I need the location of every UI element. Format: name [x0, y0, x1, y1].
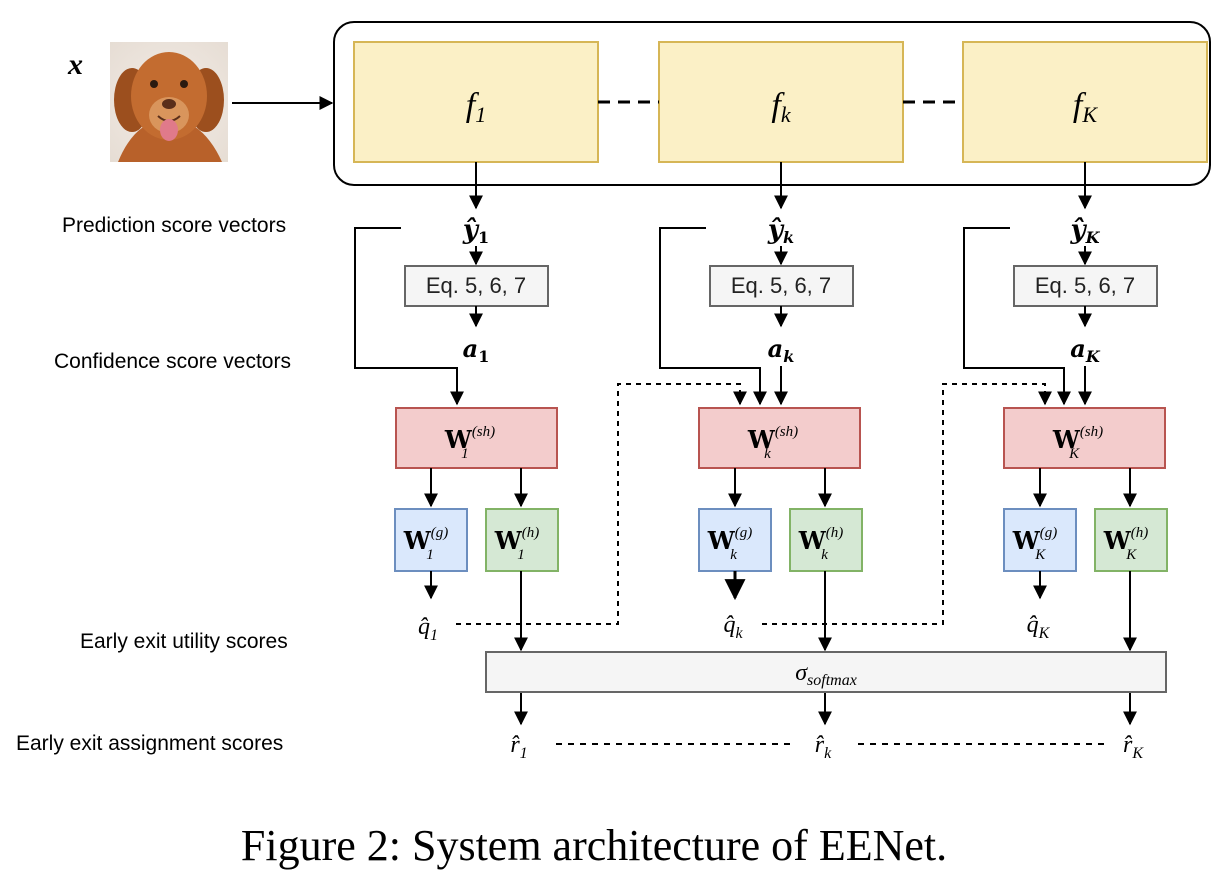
eq-box-K [1013, 265, 1158, 307]
W-g-1 [394, 508, 468, 572]
eq-label-K: Eq. 5, 6, 7 [1035, 273, 1135, 298]
column-1: ŷ1 Eq. 5, 6, 7 a1 W(sh)1 W(g)1 W(h)1 q̂1… [354, 162, 559, 762]
W-sh-k [698, 407, 861, 469]
block-fK [962, 41, 1208, 163]
label-prediction: Prediction score vectors [62, 214, 286, 237]
q-hat-K: q̂K [1027, 612, 1051, 642]
W-g-K-label: W(g)K [1012, 525, 1057, 563]
q-hat-k: q̂k [723, 612, 743, 642]
eq-label-1: Eq. 5, 6, 7 [426, 273, 526, 298]
a-k: ak [768, 334, 795, 366]
W-h-K-label: W(h)K [1103, 525, 1148, 563]
W-sh-1 [395, 407, 558, 469]
input-label: x [67, 48, 83, 81]
softmax-label: σsoftmax [795, 660, 857, 689]
eq-box-1 [404, 265, 549, 307]
eq-box-k [709, 265, 854, 307]
a-K: aK [1070, 334, 1101, 366]
block-fk [658, 41, 904, 163]
y-hat-k: ŷk [767, 215, 794, 247]
W-h-K [1094, 508, 1168, 572]
column-K: ŷK Eq. 5, 6, 7 aK W(sh)K W(g)K W(h)K q̂K… [963, 162, 1168, 762]
r-hat-1: r̂1 [510, 732, 527, 762]
W-h-k-label: W(h)k [798, 525, 843, 563]
W-h-1-label: W(h)1 [494, 525, 539, 563]
a-1: a1 [463, 334, 490, 366]
W-sh-k-label: W(sh)k [747, 424, 798, 462]
W-g-k-label: W(g)k [707, 525, 752, 563]
r-hat-k: r̂k [815, 732, 832, 762]
block-f1 [353, 41, 599, 163]
label-utility: Early exit utility scores [80, 630, 288, 653]
W-sh-1-label: W(sh)1 [444, 424, 495, 462]
W-g-1-label: W(g)1 [403, 525, 448, 563]
r-hat-K: r̂K [1123, 732, 1144, 762]
dog-image [110, 42, 228, 162]
figure-caption: Figure 2: System architecture of EENet. [241, 821, 947, 870]
eq-label-k: Eq. 5, 6, 7 [731, 273, 831, 298]
W-sh-K [1003, 407, 1166, 469]
label-confidence: Confidence score vectors [54, 350, 291, 373]
column-k: ŷk Eq. 5, 6, 7 ak W(sh)k W(g)k W(h)k q̂k… [659, 162, 863, 762]
y-hat-K: ŷK [1069, 215, 1100, 247]
label-assignment: Early exit assignment scores [16, 732, 283, 755]
W-g-K [1003, 508, 1077, 572]
q-hat-1: q̂1 [418, 614, 438, 644]
softmax-box [485, 651, 1167, 693]
W-sh-K-label: W(sh)K [1052, 424, 1103, 462]
qk-to-WK-dashed [762, 383, 1052, 625]
backbone-container [333, 21, 1211, 186]
W-g-k [698, 508, 772, 572]
W-h-k [789, 508, 863, 572]
q1-to-Wk-dashed [456, 383, 747, 625]
y-hat-1: ŷ1 [462, 215, 489, 247]
